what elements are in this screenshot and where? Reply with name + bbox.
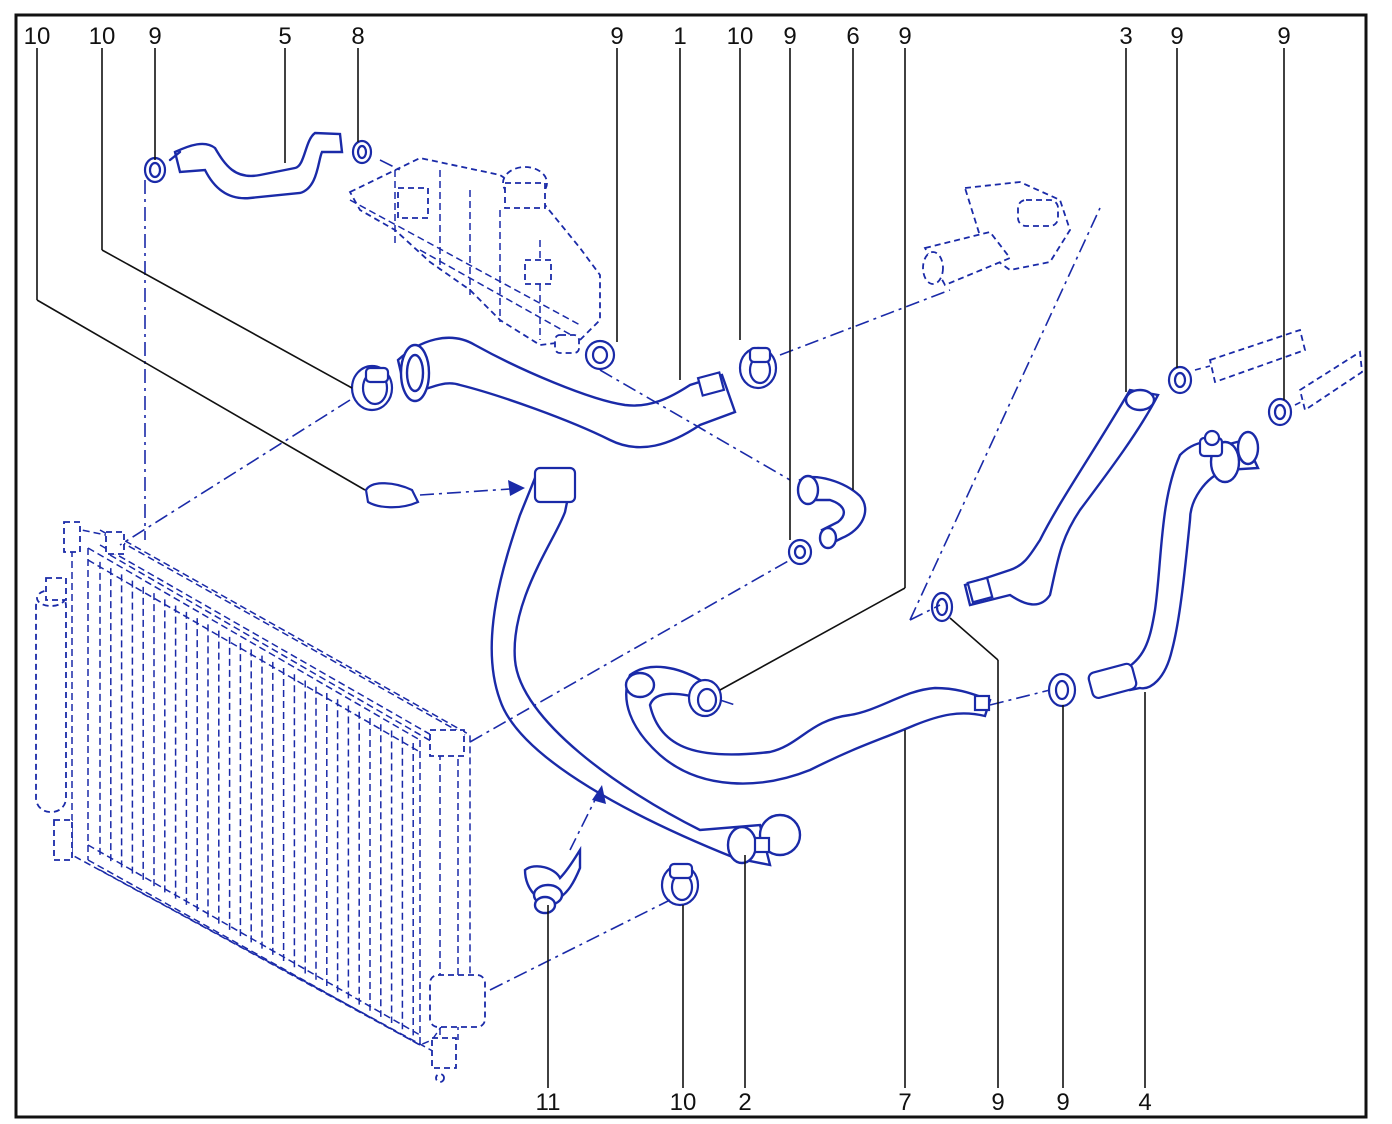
expansion-tank (348, 157, 601, 354)
clamp-9-hose-7 (687, 678, 723, 718)
hose-3-marker (966, 576, 994, 604)
clamp-9-hose-4-upper (1267, 397, 1293, 427)
callout-8: 8 (351, 23, 364, 50)
clamp-10-side (364, 482, 420, 509)
callout-5: 5 (278, 23, 291, 50)
leader-lines (36, 48, 1285, 1088)
hose-2 (490, 466, 802, 867)
radiator-mount-top (105, 531, 125, 555)
hose-3 (963, 388, 1160, 607)
expansion-tank-cap-neck (504, 182, 546, 209)
callout-9-d: 9 (898, 23, 911, 50)
arrowhead-clip-11 (592, 785, 606, 804)
heater-pipe-lower (1298, 350, 1363, 412)
radiator-bracket-top-left (63, 521, 81, 553)
clamp-9-hose-3-upper (1167, 365, 1193, 395)
hose-1-marker (696, 371, 726, 397)
callout-2: 2 (738, 1089, 751, 1116)
callout-11: 11 (536, 1089, 561, 1116)
clamp-10-lower-hose (660, 862, 700, 907)
clamp-9-hose-3-lower (930, 591, 954, 623)
radiator-drain (431, 1037, 457, 1069)
radiator-outlet (429, 974, 486, 1028)
hose-2-top-clip (533, 466, 577, 504)
clamp-8 (351, 139, 373, 165)
callout-9-b: 9 (610, 23, 623, 50)
callouts-top: 10 10 9 5 8 9 1 10 9 6 9 3 9 9 (24, 23, 1291, 50)
hose-7-marker (973, 694, 991, 712)
radiator-fins (99, 561, 414, 1036)
callout-7: 7 (898, 1089, 911, 1116)
callout-9-f: 9 (1277, 23, 1290, 50)
radiator-bottom-stud (435, 1073, 445, 1083)
clamps (143, 139, 1293, 907)
radiator (35, 521, 486, 1083)
diagram-frame (14, 13, 1368, 1119)
clamp-9-elbow (787, 538, 813, 566)
callout-10-a: 10 (24, 23, 51, 50)
hose-4 (1087, 429, 1260, 700)
callout-3: 3 (1119, 23, 1132, 50)
hose-1 (396, 336, 737, 449)
callout-4: 4 (1138, 1089, 1151, 1116)
hose-5 (168, 131, 344, 200)
tank-bracket (397, 187, 429, 219)
clamp-10-upper-hose (350, 364, 394, 412)
receiver-drier (35, 591, 67, 813)
callout-6: 6 (846, 23, 859, 50)
clamp-9-tank (584, 339, 616, 371)
hose-7 (624, 665, 992, 785)
callout-9-c: 9 (783, 23, 796, 50)
clamp-9-hose-4-lower (1047, 672, 1077, 708)
clip-11 (523, 845, 582, 915)
callout-9-e: 9 (1170, 23, 1183, 50)
callout-9-h: 9 (1056, 1089, 1069, 1116)
heater-pipe-upper (1208, 328, 1307, 384)
callout-9-a: 9 (148, 23, 161, 50)
hose-6 (796, 474, 867, 550)
hose-4-bleed-screw (1203, 429, 1221, 447)
callout-10-c: 10 (727, 23, 754, 50)
clamp-9-top-left (143, 156, 167, 184)
clamp-10-thermostat (738, 346, 778, 390)
callout-1: 1 (673, 23, 686, 50)
callout-10-d: 10 (670, 1089, 697, 1116)
assembly-lines (119, 159, 1306, 991)
thermostat-housing (922, 181, 1071, 287)
callout-9-g: 9 (991, 1089, 1004, 1116)
callout-10-b: 10 (89, 23, 116, 50)
tank-sensor (524, 259, 552, 285)
radiator-bracket-top-right (429, 729, 465, 757)
drier-bracket-bottom (53, 819, 73, 861)
tank-outlet (554, 334, 580, 354)
drier-bracket-top (45, 577, 67, 601)
hose-2-marker (753, 836, 771, 854)
hose-4-connector (1087, 662, 1138, 700)
arrowhead-clip-10 (508, 480, 525, 496)
callouts-bottom: 11 10 2 7 9 9 4 (536, 1089, 1152, 1116)
